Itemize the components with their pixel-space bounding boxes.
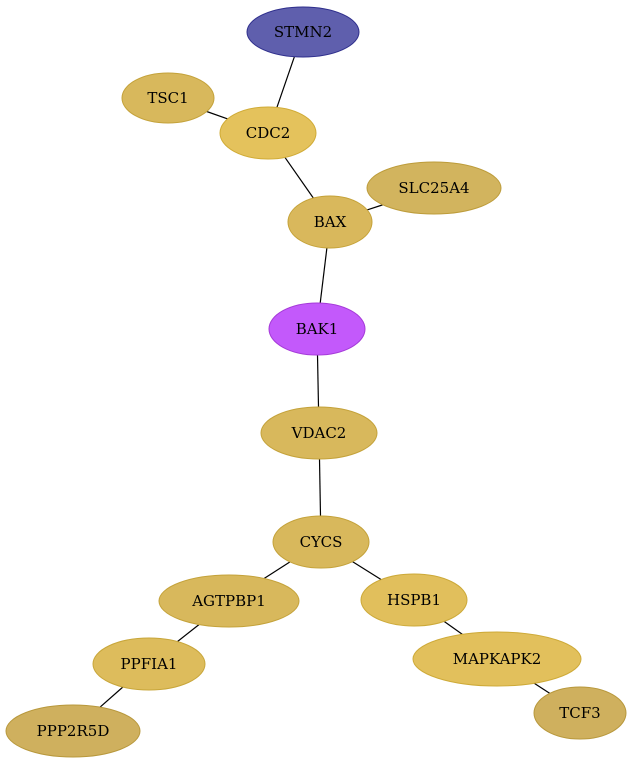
node-bax[interactable]: BAX <box>287 195 373 249</box>
edge-ppfia1-ppp2r5d <box>99 686 124 708</box>
node-shape <box>366 161 502 215</box>
node-label: BAX <box>314 213 347 231</box>
node-cdc2[interactable]: CDC2 <box>219 106 317 160</box>
node-slc25a4[interactable]: SLC25A4 <box>366 161 502 215</box>
edge-stmn2-cdc2 <box>276 56 295 108</box>
node-label: STMN2 <box>274 23 332 41</box>
node-bak1[interactable]: BAK1 <box>268 302 366 356</box>
node-label: PPFIA1 <box>121 655 178 673</box>
node-label: VDAC2 <box>291 424 347 442</box>
node-agtpbp1[interactable]: AGTPBP1 <box>158 574 300 628</box>
node-tcf3[interactable]: TCF3 <box>533 686 627 740</box>
node-shape <box>92 637 206 691</box>
node-shape <box>533 686 627 740</box>
edge-cycs-hspb1 <box>352 561 382 581</box>
node-label: CDC2 <box>246 124 291 142</box>
node-shape <box>268 302 366 356</box>
edge-agtpbp1-ppfia1 <box>177 624 200 643</box>
node-label: TSC1 <box>147 89 188 107</box>
node-label: BAK1 <box>296 320 339 338</box>
node-cycs[interactable]: CYCS <box>272 515 370 569</box>
node-shape <box>272 515 370 569</box>
edge-cycs-agtpbp1 <box>263 561 291 580</box>
edge-tsc1-cdc2 <box>206 110 228 120</box>
edge-cdc2-bax <box>284 156 314 199</box>
edge-layer <box>99 56 551 708</box>
node-mapkapk2[interactable]: MAPKAPK2 <box>412 631 582 687</box>
node-shape <box>412 631 582 687</box>
node-label: MAPKAPK2 <box>453 650 542 668</box>
node-label: PPP2R5D <box>37 722 110 740</box>
edge-bak1-vdac2 <box>316 354 320 408</box>
node-hspb1[interactable]: HSPB1 <box>360 573 468 627</box>
node-label: TCF3 <box>559 704 600 722</box>
edge-vdac2-cycs <box>318 458 322 517</box>
node-tsc1[interactable]: TSC1 <box>121 72 215 124</box>
node-shape <box>360 573 468 627</box>
edge-bax-bak1 <box>319 247 328 304</box>
node-ppp2r5d[interactable]: PPP2R5D <box>5 704 141 758</box>
node-shape <box>287 195 373 249</box>
node-shape <box>158 574 300 628</box>
node-ppfia1[interactable]: PPFIA1 <box>92 637 206 691</box>
node-label: AGTPBP1 <box>191 592 266 610</box>
node-shape <box>246 6 360 58</box>
node-shape <box>219 106 317 160</box>
node-vdac2[interactable]: VDAC2 <box>260 406 378 460</box>
node-shape <box>121 72 215 124</box>
node-shape <box>260 406 378 460</box>
node-label: SLC25A4 <box>398 179 469 197</box>
node-shape <box>5 704 141 758</box>
edge-mapkapk2-tcf3 <box>533 682 551 694</box>
edge-slc25a4-bax <box>366 204 383 211</box>
node-label: CYCS <box>300 533 343 551</box>
node-label: HSPB1 <box>387 591 441 609</box>
edge-hspb1-mapkapk2 <box>443 620 463 635</box>
node-stmn2[interactable]: STMN2 <box>246 6 360 58</box>
